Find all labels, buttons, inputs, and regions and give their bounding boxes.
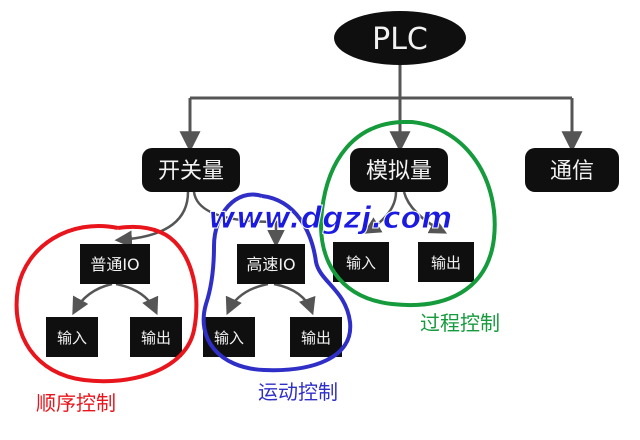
connector-to-analog-output [402, 191, 448, 234]
group-process-outline [319, 120, 497, 307]
node-highspeed-io-label: 高速IO [246, 255, 295, 274]
node-digital: 开关量 [142, 148, 240, 192]
connector-hs-to-input [225, 282, 269, 316]
node-normal-io-label: 普通IO [90, 255, 139, 274]
node-normal-io: 普通IO [80, 244, 150, 284]
node-normal-output-label: 输出 [141, 329, 171, 347]
node-comm: 通信 [525, 148, 619, 192]
group-process-label: 过程控制 [420, 311, 500, 335]
node-normal-output: 输出 [130, 317, 182, 357]
node-analog-label: 模拟量 [366, 159, 432, 184]
connector-normal-to-input [72, 282, 113, 316]
node-hs-input-label: 输入 [214, 329, 244, 347]
node-hs-output-label: 输出 [301, 329, 331, 347]
node-plc-label: PLC [372, 22, 428, 57]
connector-normal-to-output [115, 282, 159, 316]
node-highspeed-io: 高速IO [237, 244, 305, 284]
node-hs-input: 输入 [203, 317, 255, 357]
watermark-text: www.dgzj.com [208, 201, 452, 236]
node-analog-input-label: 输入 [346, 254, 376, 272]
connectors-root [179, 64, 583, 153]
node-normal-input: 输入 [46, 317, 98, 357]
group-motion-label: 运动控制 [258, 380, 338, 404]
node-digital-label: 开关量 [158, 159, 224, 184]
node-hs-output: 输出 [290, 317, 342, 357]
group-sequence-outline [14, 224, 199, 384]
group-motion-outline [201, 192, 353, 373]
node-comm-label: 通信 [550, 159, 594, 184]
node-analog: 模拟量 [350, 148, 448, 192]
connector-to-analog-input [362, 191, 398, 234]
group-sequence-label: 顺序控制 [36, 391, 116, 415]
connector-hs-to-output [273, 282, 316, 316]
node-plc: PLC [334, 11, 466, 65]
node-analog-output-label: 输出 [431, 254, 461, 272]
node-normal-input-label: 输入 [57, 329, 87, 347]
node-analog-output: 输出 [418, 242, 474, 282]
node-analog-input: 输入 [333, 242, 389, 282]
connectors-level2 [72, 282, 316, 316]
connector-to-normal-io [114, 191, 190, 248]
